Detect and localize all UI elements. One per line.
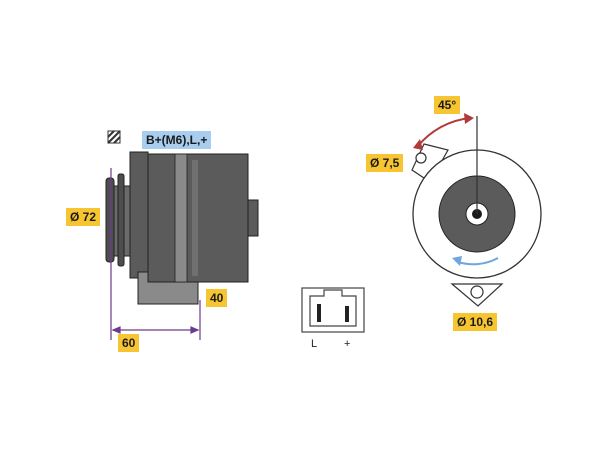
side-view xyxy=(105,130,259,340)
pin-l xyxy=(317,304,321,322)
housing-band xyxy=(192,160,198,276)
connector-label-l: L xyxy=(311,338,318,350)
pin-plus xyxy=(345,306,349,322)
housing-highlight xyxy=(174,153,188,283)
length-60-label: 60 xyxy=(118,334,140,352)
angle-arc xyxy=(413,113,474,150)
front-view xyxy=(411,113,542,307)
hole-large-label: Ø 10,6 xyxy=(453,313,498,331)
connector-plug xyxy=(301,287,365,333)
length-40-label: 40 xyxy=(206,289,228,307)
front-bracket xyxy=(129,151,149,279)
hatch-symbol-icon xyxy=(107,130,121,144)
pulley xyxy=(105,173,131,267)
rotation-arrow-icon xyxy=(452,256,499,266)
rear-stub xyxy=(247,199,259,237)
terminal-spec-label: B+(M6),L,+ xyxy=(142,131,212,149)
dimension-lines xyxy=(110,168,201,340)
pulley-diameter-label: Ø 72 xyxy=(66,208,101,226)
angle-label: 45° xyxy=(434,96,461,114)
hole-small-label: Ø 7,5 xyxy=(366,154,404,172)
connector-label-plus: + xyxy=(344,338,351,350)
